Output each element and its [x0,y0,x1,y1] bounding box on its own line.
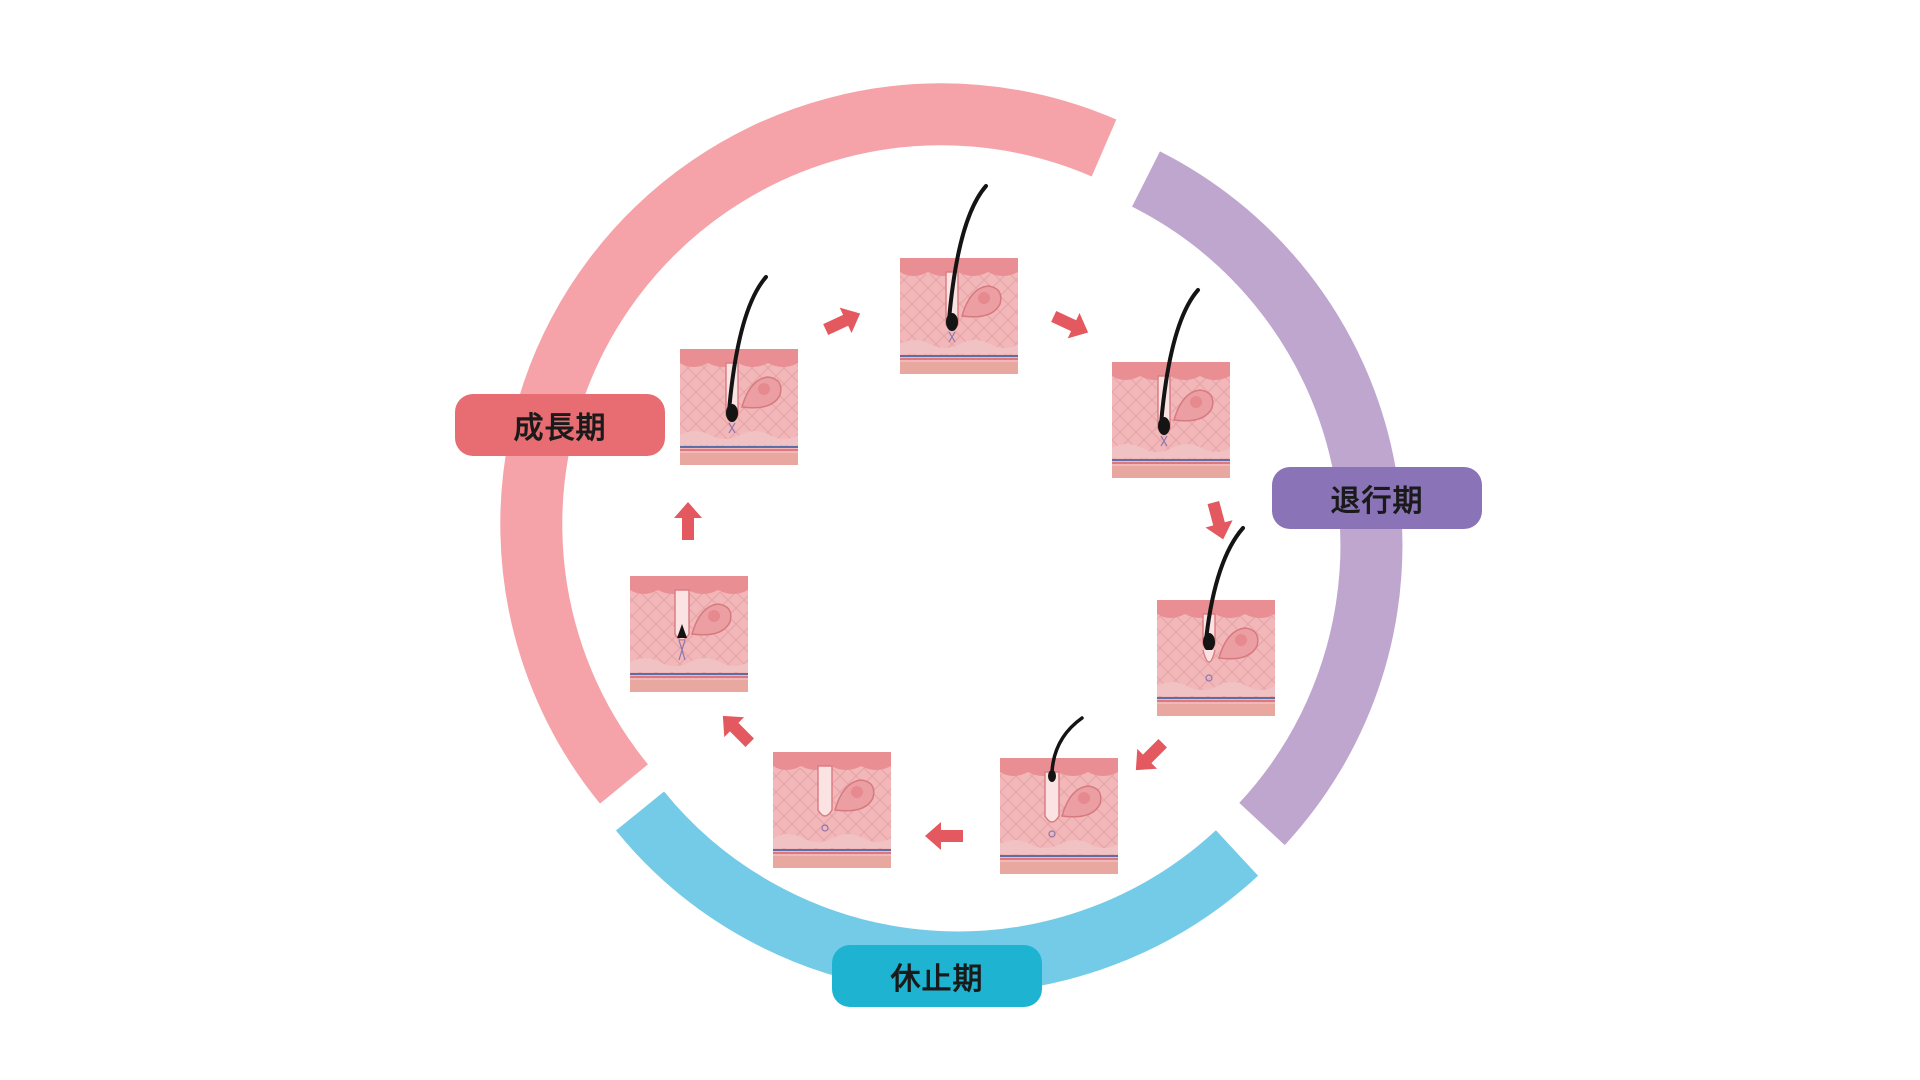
cycle-arrow [823,307,861,336]
stage-growth-peak [900,184,1018,374]
stage-growth-early [680,275,798,465]
regression-phase-label: 退行期 [1272,467,1482,529]
cycle-arrow [674,502,702,540]
stage-regression-mid [1157,526,1275,716]
cycle-arrow [1135,739,1167,771]
cycle-arrow [925,822,963,850]
cycle-arrows [674,307,1233,850]
stage-illustrations [630,184,1275,874]
stage-regression-start [1112,288,1230,478]
resting-phase-label: 休止期 [832,945,1042,1007]
cycle-arrow [1205,501,1233,540]
growth-phase-arc [500,83,1117,804]
stage-new-growth [630,576,748,692]
cycle-arrow [1051,310,1089,339]
growth-phase-label: 成長期 [455,394,665,456]
stage-resting-start [1000,716,1118,874]
stage-resting-empty [773,752,891,868]
cycle-arrow [722,715,754,747]
